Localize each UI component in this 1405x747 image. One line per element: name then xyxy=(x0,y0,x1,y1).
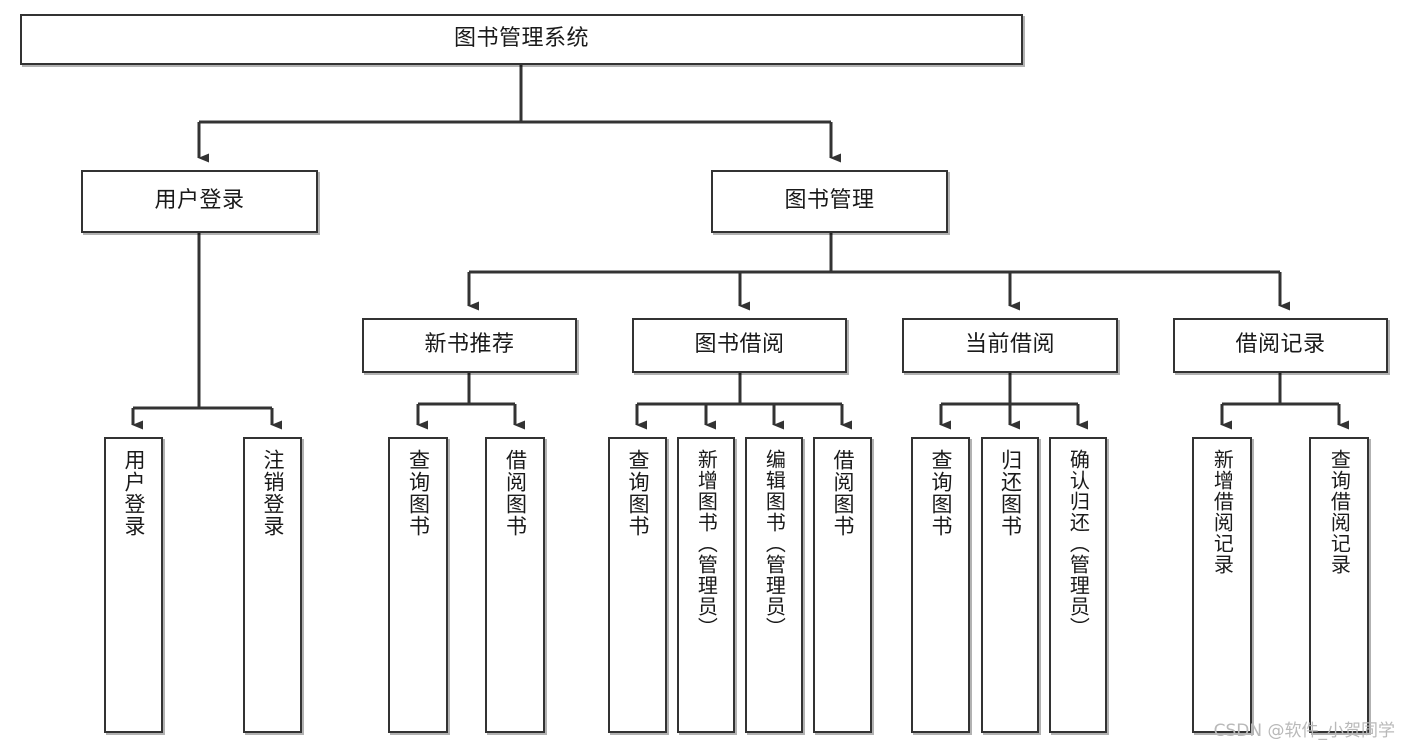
node-label: 新书推荐 xyxy=(424,332,515,358)
node-label: 图书借阅 xyxy=(694,332,785,358)
leaf-query-book-borrow[interactable]: 查询图书 xyxy=(608,437,667,733)
leaf-borrow-book-recommend[interactable]: 借阅图书 xyxy=(485,437,545,733)
leaf-query-borrow-record[interactable]: 查询借阅记录 xyxy=(1309,437,1369,733)
node-label: 借阅图书 xyxy=(830,449,855,537)
leaf-user-login[interactable]: 用户登录 xyxy=(104,437,163,733)
node-label: 确认归还（管理员） xyxy=(1066,449,1091,638)
csdn-watermark: CSDN @软件_小贺同学 xyxy=(1213,721,1395,741)
node-current-borrow[interactable]: 当前借阅 xyxy=(902,318,1118,373)
node-user-login[interactable]: 用户登录 xyxy=(81,170,318,233)
node-book-borrow[interactable]: 图书借阅 xyxy=(632,318,847,373)
node-label: 新增借阅记录 xyxy=(1210,449,1235,575)
node-label: 新增图书（管理员） xyxy=(694,449,719,638)
node-label: 查询图书 xyxy=(928,449,953,537)
leaf-borrow-book[interactable]: 借阅图书 xyxy=(813,437,872,733)
node-label: 用户登录 xyxy=(121,449,146,537)
node-root-book-management-system[interactable]: 图书管理系统 xyxy=(20,14,1023,65)
node-label: 注销登录 xyxy=(260,449,285,537)
node-label: 归还图书 xyxy=(998,449,1023,537)
leaf-logout-login[interactable]: 注销登录 xyxy=(243,437,302,733)
node-book-management[interactable]: 图书管理 xyxy=(711,170,948,233)
leaf-add-borrow-record[interactable]: 新增借阅记录 xyxy=(1192,437,1252,733)
leaf-add-book-admin[interactable]: 新增图书（管理员） xyxy=(677,437,735,733)
node-new-book-recommend[interactable]: 新书推荐 xyxy=(362,318,577,373)
node-label: 编辑图书（管理员） xyxy=(762,449,787,638)
node-label: 用户登录 xyxy=(154,188,245,214)
node-label: 借阅图书 xyxy=(503,449,528,537)
node-label: 查询图书 xyxy=(625,449,650,537)
node-label: 图书管理 xyxy=(784,188,875,214)
leaf-return-book[interactable]: 归还图书 xyxy=(981,437,1039,733)
node-label: 图书管理系统 xyxy=(453,26,589,52)
leaf-query-book-current[interactable]: 查询图书 xyxy=(911,437,970,733)
node-label: 查询借阅记录 xyxy=(1327,449,1352,575)
node-label: 查询图书 xyxy=(406,449,431,537)
leaf-query-book-recommend[interactable]: 查询图书 xyxy=(388,437,448,733)
node-label: 借阅记录 xyxy=(1235,332,1326,358)
leaf-edit-book-admin[interactable]: 编辑图书（管理员） xyxy=(745,437,803,733)
node-borrow-record[interactable]: 借阅记录 xyxy=(1173,318,1388,373)
node-label: 当前借阅 xyxy=(964,332,1055,358)
leaf-confirm-return-admin[interactable]: 确认归还（管理员） xyxy=(1049,437,1107,733)
